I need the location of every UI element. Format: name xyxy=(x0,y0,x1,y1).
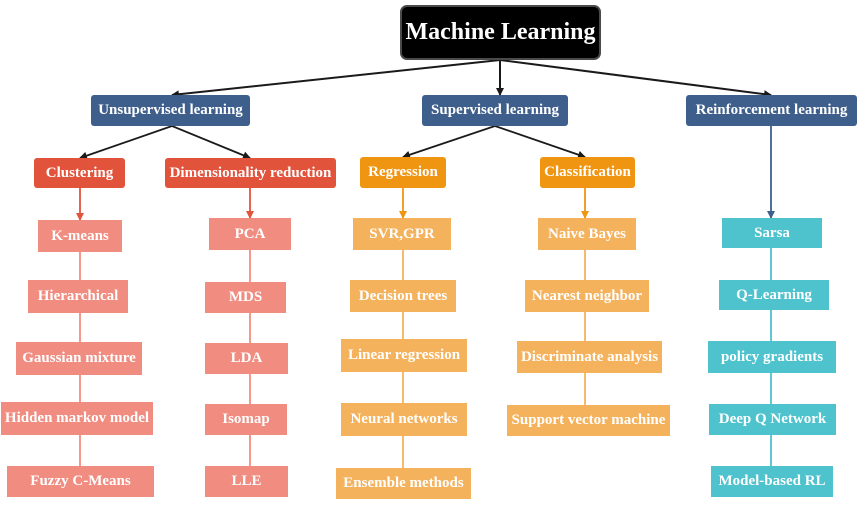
edge-supervised-classification xyxy=(494,125,586,159)
leaf-k-means: K-means xyxy=(38,220,122,252)
leaf-sarsa: Sarsa xyxy=(722,218,822,248)
leaf-policy-gradients: policy gradients xyxy=(708,341,836,373)
unsupervised-learning-node: Unsupervised learning xyxy=(91,95,250,126)
leaf-lda: LDA xyxy=(205,343,288,374)
leaf-mds: MDS xyxy=(205,282,286,313)
leaf-isomap: Isomap xyxy=(205,404,287,435)
edge-unsupervised-dimensionality xyxy=(171,125,251,160)
dimensionality-reduction-node: Dimensionality reduction xyxy=(165,158,336,188)
leaf-q-learning: Q-Learning xyxy=(719,280,829,310)
edge-supervised-regression xyxy=(402,125,496,159)
leaf-decision-trees: Decision trees xyxy=(350,280,456,312)
leaf-neural-networks: Neural networks xyxy=(341,403,467,436)
leaf-deep-q-network: Deep Q Network xyxy=(709,404,836,435)
root-node: Machine Learning xyxy=(400,5,601,60)
reinforcement-learning-node: Reinforcement learning xyxy=(686,95,857,126)
leaf-hidden-markov-model: Hidden markov model xyxy=(1,402,153,435)
leaf-nearest-neighbor: Nearest neighbor xyxy=(525,280,649,312)
leaf-naive-bayes: Naive Bayes xyxy=(538,218,636,250)
leaf-hierarchical: Hierarchical xyxy=(28,280,128,313)
edge-unsupervised-clustering xyxy=(79,125,173,160)
supervised-learning-node: Supervised learning xyxy=(422,95,568,126)
leaf-lle: LLE xyxy=(205,466,288,497)
leaf-linear-regression: Linear regression xyxy=(341,339,467,372)
leaf-pca: PCA xyxy=(209,218,291,250)
leaf-ensemble-methods: Ensemble methods xyxy=(336,468,471,499)
classification-node: Classification xyxy=(540,157,635,188)
leaf-gaussian-mixture: Gaussian mixture xyxy=(16,342,142,375)
leaf-model-based-rl: Model-based RL xyxy=(711,466,833,497)
leaf-discriminate-analysis: Discriminate analysis xyxy=(517,341,662,373)
edge-root-reinforcement xyxy=(499,59,772,99)
leaf-svr-gpr: SVR,GPR xyxy=(353,218,451,250)
leaf-fuzzy-c-means: Fuzzy C-Means xyxy=(7,466,154,497)
edge-root-unsupervised xyxy=(171,59,501,99)
leaf-support-vector-machine: Support vector machine xyxy=(507,405,670,436)
regression-node: Regression xyxy=(360,157,446,188)
clustering-node: Clustering xyxy=(34,158,125,188)
